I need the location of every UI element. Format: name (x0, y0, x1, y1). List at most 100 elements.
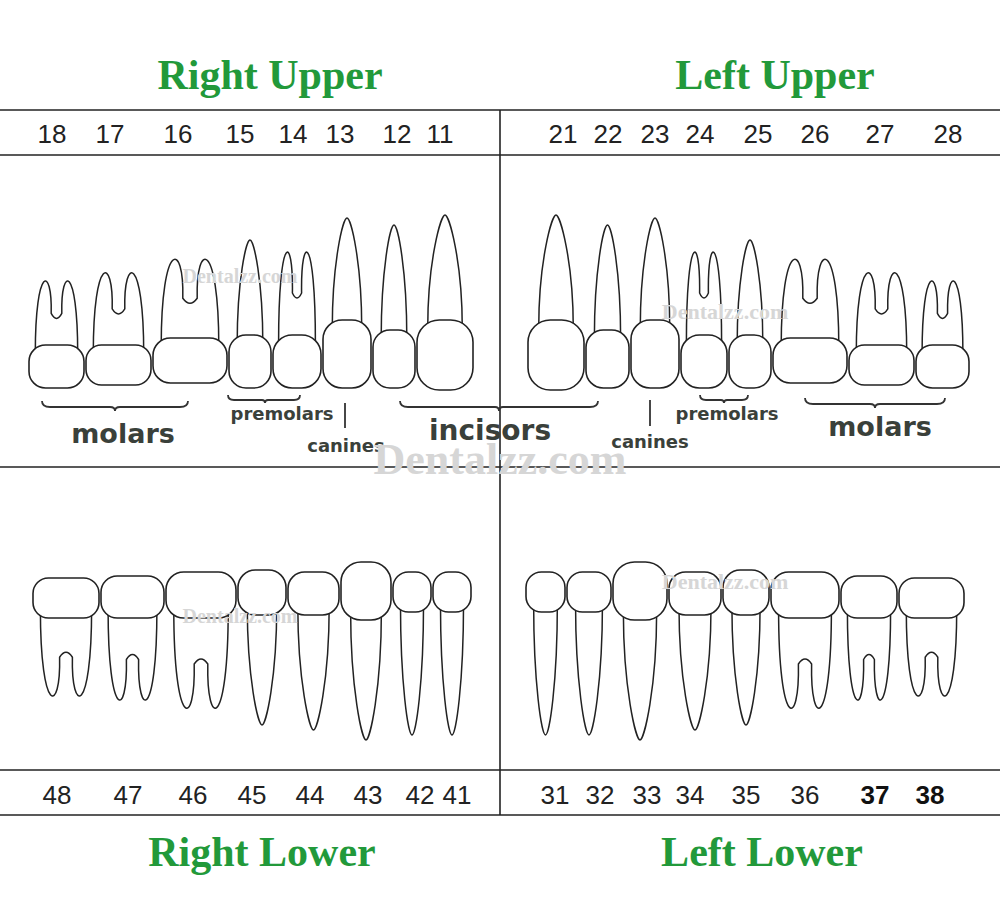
tooth-number: 33 (633, 782, 662, 808)
tooth-crown (29, 345, 84, 388)
tooth-crown (899, 578, 964, 618)
tooth-root (779, 610, 832, 708)
tooth-crown (341, 562, 391, 620)
quadrant-heading: Right Lower (148, 831, 375, 873)
tooth-number: 12 (383, 121, 412, 147)
tooth-number: 24 (686, 121, 715, 147)
tooth-number: 18 (38, 121, 67, 147)
tooth-crown (773, 338, 847, 383)
tooth-number: 32 (586, 782, 615, 808)
tooth-root (847, 610, 890, 700)
tooth-number: 22 (594, 121, 623, 147)
watermark: Dentalzz.com (183, 606, 298, 626)
tooth-group-label: molars (71, 420, 175, 447)
tooth-root (856, 273, 906, 353)
tooth-group-label: premolars (231, 405, 334, 423)
tooth-crown (373, 330, 415, 388)
tooth-root (440, 604, 463, 735)
tooth-root (35, 281, 77, 353)
quadrant-heading: Left Upper (675, 54, 874, 96)
tooth-root (679, 607, 711, 730)
tooth-crown (841, 576, 897, 618)
watermark: Dentalzz.com (662, 571, 788, 593)
tooth-number: 15 (226, 121, 255, 147)
watermark: Dentalzz.com (662, 301, 788, 323)
watermark: Dentalzz.com (374, 438, 627, 482)
tooth-crown (101, 576, 164, 618)
quadrant-heading: Left Lower (661, 831, 863, 873)
tooth-number: 36 (791, 782, 820, 808)
tooth-root (781, 259, 839, 346)
grid-lines (0, 110, 1000, 815)
tooth-number: 45 (238, 782, 267, 808)
tooth-crown (229, 335, 271, 388)
watermark: Dentalzz.com (183, 266, 298, 286)
tooth-root (428, 215, 463, 328)
tooth-number: 23 (641, 121, 670, 147)
tooth-root (594, 225, 620, 338)
tooth-crown (613, 562, 667, 620)
tooth-root (534, 604, 558, 735)
teeth (29, 215, 969, 740)
tooth-crown (849, 345, 914, 385)
tooth-crown (567, 572, 611, 612)
tooth-group-label: molars (828, 413, 932, 440)
tooth-number: 17 (96, 121, 125, 147)
tooth-root (737, 240, 763, 343)
tooth-root (400, 604, 423, 735)
tooth-crown (433, 572, 471, 612)
tooth-number: 25 (744, 121, 773, 147)
quadrant-heading: Right Upper (157, 54, 382, 96)
tooth-crown (586, 330, 629, 388)
tooth-number: 21 (549, 121, 578, 147)
tooth-number: 31 (541, 782, 570, 808)
tooth-crown (681, 335, 727, 388)
tooth-root (732, 607, 760, 725)
tooth-root (40, 610, 91, 696)
tooth-number: 37 (861, 782, 890, 808)
tooth-crown (33, 578, 99, 618)
tooth-root (906, 610, 956, 696)
tooth-number: 26 (801, 121, 830, 147)
tooth-number: 11 (427, 121, 454, 147)
tooth-root (108, 610, 157, 700)
tooth-number: 28 (934, 121, 963, 147)
tooth-root (539, 215, 574, 328)
tooth-number: 46 (179, 782, 208, 808)
tooth-crown (631, 320, 679, 388)
tooth-crown (153, 338, 227, 383)
tooth-crown (526, 572, 565, 612)
tooth-root (332, 218, 361, 328)
tooth-number: 38 (916, 782, 945, 808)
tooth-number: 42 (406, 782, 435, 808)
tooth-root (381, 225, 407, 338)
tooth-number: 13 (326, 121, 355, 147)
tooth-crown (323, 320, 371, 388)
tooth-root (623, 612, 656, 740)
tooth-root (93, 273, 143, 353)
tooth-root (922, 281, 963, 353)
tooth-group-label: canines (307, 437, 385, 455)
tooth-number: 48 (43, 782, 72, 808)
tooth-crown (528, 320, 584, 390)
tooth-root (686, 252, 721, 343)
tooth-root (298, 607, 329, 730)
tooth-root (351, 612, 382, 740)
tooth-crown (729, 335, 771, 388)
tooth-number: 34 (676, 782, 705, 808)
tooth-number: 35 (732, 782, 761, 808)
tooth-root (576, 604, 603, 735)
tooth-group-label: premolars (676, 405, 779, 423)
tooth-number: 47 (114, 782, 143, 808)
tooth-number: 14 (279, 121, 308, 147)
tooth-number: 43 (354, 782, 383, 808)
tooth-number: 27 (866, 121, 895, 147)
tooth-number: 41 (443, 782, 472, 808)
tooth-number: 16 (164, 121, 193, 147)
tooth-crown (417, 320, 473, 390)
tooth-crown (393, 572, 431, 612)
tooth-root (237, 240, 263, 343)
tooth-number: 44 (296, 782, 325, 808)
tooth-crown (916, 345, 969, 388)
